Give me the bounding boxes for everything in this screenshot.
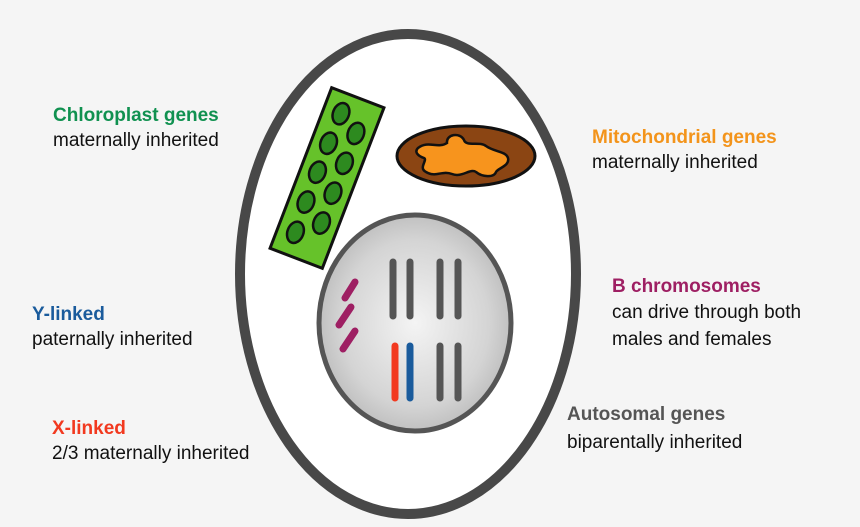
mitochondrial-dna (415, 133, 510, 178)
mitochondrial-desc: maternally inherited (592, 152, 758, 173)
b-chromosomes-desc-line2: males and females (612, 329, 772, 350)
mitochondrion (395, 124, 537, 188)
b-chromosomes (335, 278, 359, 353)
autosomes-bottom (436, 342, 462, 402)
chloroplast-title: Chloroplast genes (53, 105, 219, 126)
chloroplast (268, 85, 386, 271)
chloroplast-label: Chloroplast genes maternally inherited (53, 103, 219, 153)
chloroplast-desc: maternally inherited (53, 130, 219, 151)
x-linked-label: X-linked 2/3 maternally inherited (52, 416, 250, 466)
autosomal-label: Autosomal genes biparentally inherited (567, 402, 742, 455)
b-chromosomes-desc-line1: can drive through both (612, 302, 802, 323)
nucleus (316, 212, 514, 434)
b-chromosomes-label: B chromosomes can drive through both mal… (612, 274, 801, 353)
x-linked-title: X-linked (52, 418, 126, 439)
mitochondrial-title: Mitochondrial genes (592, 127, 777, 148)
thylakoid-stacks (285, 101, 366, 245)
y-linked-label: Y-linked paternally inherited (32, 302, 193, 352)
y-linked-title: Y-linked (32, 304, 105, 325)
x-linked-desc: 2/3 maternally inherited (52, 443, 250, 464)
autosomal-title: Autosomal genes (567, 404, 726, 425)
autosomal-desc: biparentally inherited (567, 432, 743, 453)
mitochondrial-label: Mitochondrial genes maternally inherited (592, 125, 777, 175)
y-linked-desc: paternally inherited (32, 329, 193, 350)
b-chromosomes-title: B chromosomes (612, 276, 761, 297)
autosomes-top (389, 258, 462, 320)
